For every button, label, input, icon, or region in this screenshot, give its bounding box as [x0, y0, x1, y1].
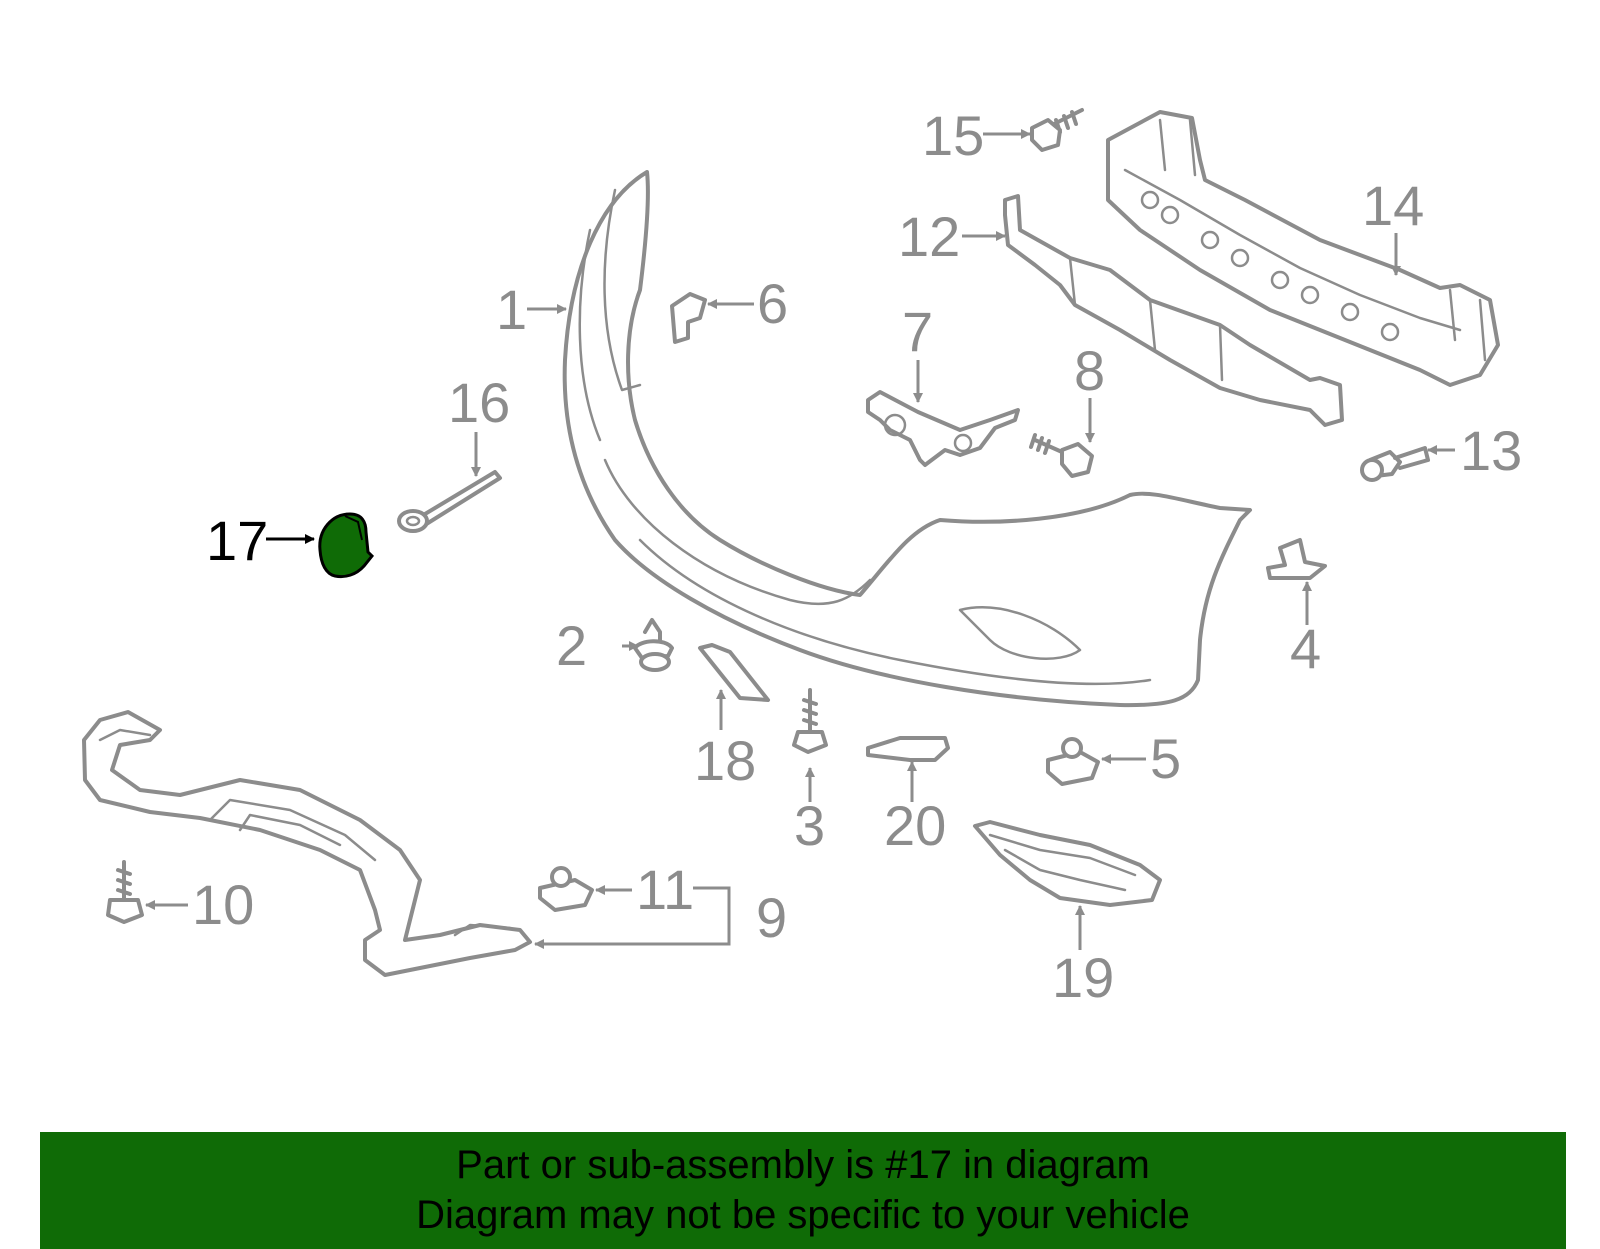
parts-diagram: 1 2 3 4 5 6 7 8 9 10 11 12 13 14 15 16 1…	[82, 104, 1522, 1009]
bracket-part-6[interactable]	[670, 292, 707, 344]
callout-19: 19	[1052, 946, 1114, 1009]
bracket-part-7[interactable]	[866, 390, 1020, 467]
callout-7: 7	[902, 300, 933, 363]
energy-absorber-part-12[interactable]	[1003, 194, 1344, 427]
callout-4: 4	[1290, 617, 1321, 680]
callout-2: 2	[556, 614, 587, 677]
lower-support-part-9[interactable]	[82, 710, 532, 977]
callout-10: 10	[192, 873, 254, 936]
callout-1: 1	[496, 278, 527, 341]
clip-part-13[interactable]	[1360, 446, 1430, 482]
nut-clip-part-5[interactable]	[1046, 737, 1100, 786]
callout-3: 3	[794, 794, 825, 857]
push-clip-part-2[interactable]	[633, 618, 674, 672]
callout-20: 20	[884, 794, 946, 857]
bolt-part-3[interactable]	[792, 688, 828, 754]
callout-13: 13	[1460, 419, 1522, 482]
callout-labels: 1 2 3 4 5 6 7 8 9 10 11 12 13 14 15 16 1…	[192, 104, 1522, 1009]
callout-5: 5	[1150, 727, 1181, 790]
tow-hook-cover-part-17[interactable]	[318, 512, 375, 579]
banner-line-2: Diagram may not be specific to your vehi…	[416, 1193, 1190, 1237]
banner-line-1: Part or sub-assembly is #17 in diagram	[456, 1143, 1150, 1187]
reinforcement-bar-part-14[interactable]	[1106, 110, 1500, 387]
callout-11: 11	[636, 858, 694, 921]
bolt-part-10[interactable]	[106, 860, 144, 924]
callout-9: 9	[756, 886, 787, 949]
bumper-cover-part[interactable]	[562, 170, 1252, 708]
callout-12: 12	[898, 205, 960, 268]
callout-16: 16	[448, 371, 510, 434]
info-banner: Part or sub-assembly is #17 in diagram D…	[40, 1132, 1566, 1249]
tow-hook-part-16[interactable]	[397, 470, 502, 533]
trim-piece-part-18[interactable]	[698, 643, 770, 702]
bracket-part-4[interactable]	[1266, 538, 1327, 580]
nut-clip-part-11[interactable]	[538, 866, 594, 912]
fog-bezel-part-19[interactable]	[973, 820, 1162, 907]
callout-18: 18	[694, 729, 756, 792]
leader-lines	[145, 129, 1455, 950]
bolt-part-8[interactable]	[1029, 433, 1094, 478]
callout-14: 14	[1362, 174, 1424, 237]
callout-15: 15	[922, 104, 984, 167]
callout-8: 8	[1074, 339, 1105, 402]
bolt-part-15[interactable]	[1030, 108, 1084, 152]
callout-17: 17	[206, 509, 268, 572]
callout-6: 6	[757, 272, 788, 335]
bracket-part-20[interactable]	[866, 736, 950, 762]
